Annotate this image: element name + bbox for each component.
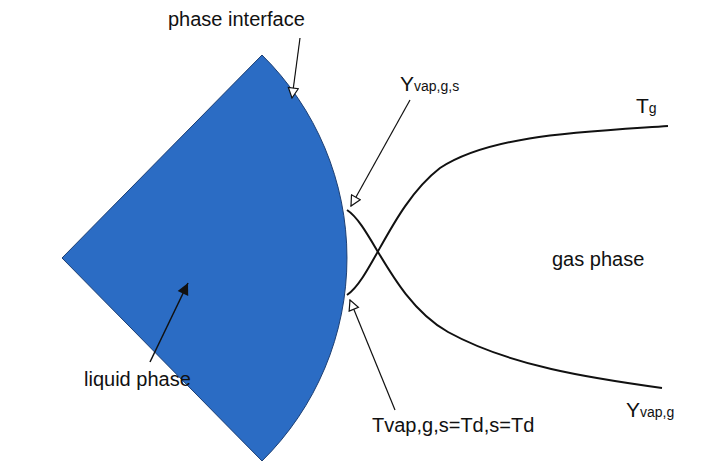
temperature-curve [347,126,668,295]
vapour-fraction-curve [347,210,662,388]
region-label: phase interface [168,8,305,30]
region-label: liquid phase [84,368,191,390]
symbol-label: Yvap,g [626,398,674,421]
region-label: gas phase [552,248,644,270]
symbol-label: Tvap,g,s=Td,s=Td [372,414,534,436]
leader-line [350,300,395,410]
liquid-wedge [62,55,347,461]
symbol-label: Yvap,g,s [400,72,459,95]
symbol-label: Tg [636,94,657,117]
leader-line [150,283,188,362]
leader-line [292,38,300,98]
leader-line [351,100,410,206]
